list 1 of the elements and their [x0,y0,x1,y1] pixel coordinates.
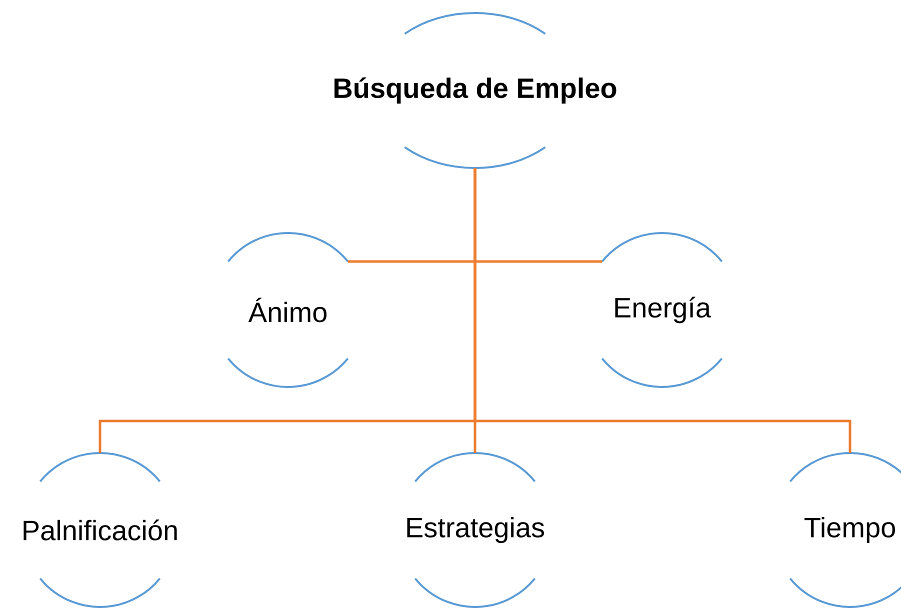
connector-line [474,168,852,453]
